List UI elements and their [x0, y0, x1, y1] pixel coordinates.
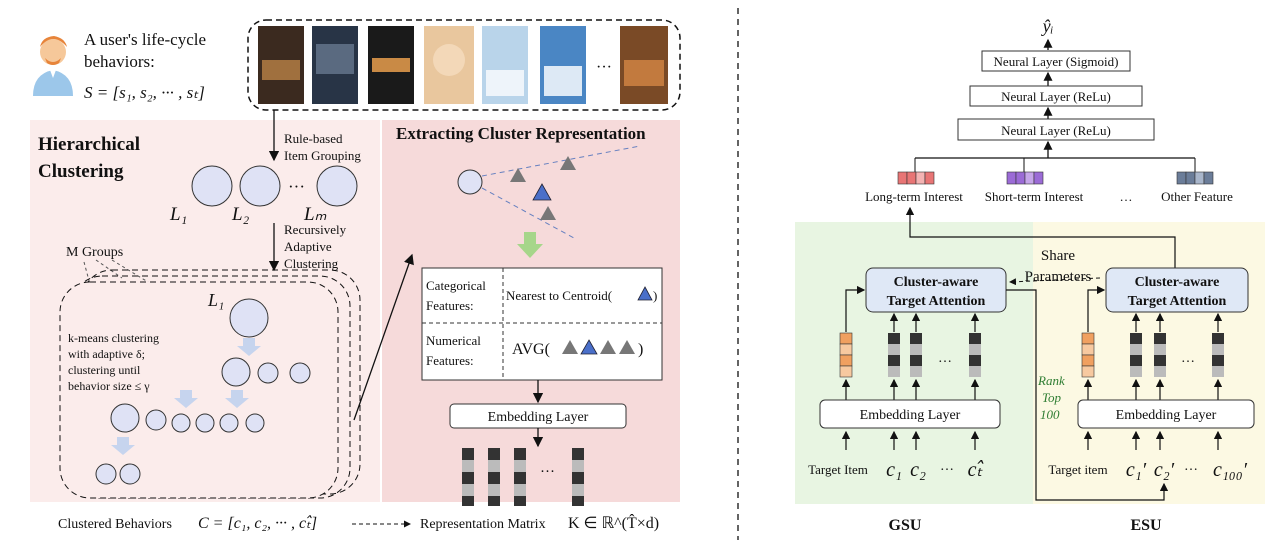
cat-label-2: Features:	[426, 298, 474, 313]
neural-layer-relu-1-label: Neural Layer (ReLu)	[1001, 123, 1111, 138]
gsu-columns-ellipsis: …	[938, 351, 952, 366]
cat-label-1: Categorical	[426, 278, 486, 293]
kmeans-note-3: clustering until	[68, 363, 141, 377]
neural-layer-relu-2-label: Neural Layer (ReLu)	[1001, 89, 1111, 104]
output-label: ŷᵢ	[1041, 16, 1054, 36]
gsu-input-ellipsis: …	[940, 459, 954, 474]
recursive-label-3: Clustering	[284, 256, 339, 271]
clustering-title-1: Hierarchical	[38, 134, 140, 155]
gsu-input-c1: c₁	[886, 459, 902, 481]
thumb-ellipsis: ···	[596, 59, 612, 76]
share-label-2: Parameters	[1025, 269, 1092, 285]
esu-embedding-label: Embedding Layer	[1116, 408, 1217, 423]
feature-short-term: Short-term Interest	[985, 189, 1084, 204]
gsu-input-c2: c₂	[910, 459, 926, 481]
behavior-strip-frame	[247, 19, 681, 111]
cat-value: Nearest to Centroid(	[506, 288, 612, 303]
esu-input-c2: c₂′	[1154, 459, 1175, 481]
split-arrow-1	[237, 338, 261, 356]
group-box-front	[59, 281, 339, 499]
split-arrow-3	[225, 390, 249, 408]
svg-text:): )	[653, 288, 657, 303]
num-label-1: Numerical	[426, 333, 481, 348]
split-arrow-2	[174, 390, 198, 408]
level-label-lm: Lₘ	[303, 204, 327, 225]
esu-embedding-layer	[1077, 399, 1255, 429]
long-term-interest-block	[897, 171, 935, 185]
group-lm-circle	[316, 165, 358, 207]
neural-layer-relu-1	[957, 118, 1155, 141]
esu-behavior-columns: …	[1130, 333, 1224, 377]
feature-ellipsis: …	[1120, 189, 1133, 204]
rank-label-2: Top	[1042, 390, 1062, 405]
recursive-label-1: Recursively	[284, 222, 347, 237]
gsu-attention-1: Cluster-aware	[894, 275, 979, 290]
kmeans-note-4: behavior size ≤ γ	[68, 379, 150, 393]
user-avatar-icon	[33, 36, 73, 96]
gsu-target-column	[839, 332, 853, 378]
neural-layer-sigmoid	[981, 50, 1131, 72]
embedding-ellipsis: ···	[540, 464, 555, 480]
group-l1-circle	[191, 165, 233, 207]
esu-columns-ellipsis: …	[1181, 351, 1195, 366]
num-value-close: )	[638, 341, 643, 358]
gsu-label: GSU	[889, 517, 922, 534]
esu-input-c100: c₁₀₀′	[1213, 459, 1248, 481]
split-arrow-4	[111, 437, 135, 455]
matrix-caption: Representation Matrix	[420, 517, 546, 532]
matrix-formula: K ∈ ℝ^(T̂×d)	[568, 513, 659, 532]
esu-attention-box	[1105, 267, 1249, 313]
levels-ellipsis: ···	[288, 177, 305, 196]
other-feature-block	[1176, 171, 1214, 185]
esu-attention-1: Cluster-aware	[1135, 275, 1220, 290]
rank-label-3: 100	[1040, 407, 1060, 422]
clustered-caption: Clustered Behaviors	[58, 517, 172, 532]
esu-input-target: Target item	[1048, 462, 1107, 477]
rank-label-1: Rank	[1037, 373, 1065, 388]
clustering-title-2: Clustering	[38, 161, 124, 182]
kmeans-note-2: with adaptive δ;	[68, 347, 145, 361]
rule-based-label-1: Rule-based	[284, 131, 343, 146]
gsu-input-ct: cₜ̂	[968, 459, 985, 481]
share-label-1: Share	[1041, 248, 1075, 264]
inner-level-label: L₁	[207, 290, 224, 310]
rule-based-label-2: Item Grouping	[284, 148, 361, 163]
esu-target-column	[1081, 332, 1095, 378]
behaviors-caption-2: behaviors:	[84, 52, 155, 71]
feature-other: Other Feature	[1161, 189, 1233, 204]
kmeans-note-1: k-means clustering	[68, 331, 159, 345]
gsu-input-target: Target Item	[808, 462, 868, 477]
num-label-2: Features:	[426, 353, 474, 368]
left-embedding-columns: ···	[462, 448, 584, 506]
feature-long-term: Long-term Interest	[865, 189, 963, 204]
level-label-l1: L₁	[169, 204, 187, 225]
esu-label: ESU	[1130, 517, 1162, 534]
extract-title: Extracting Cluster Representation	[396, 124, 646, 143]
neural-layer-sigmoid-label: Neural Layer (Sigmoid)	[994, 54, 1119, 69]
esu-input-c1: c₁′	[1126, 459, 1147, 481]
neural-layer-relu-2	[969, 85, 1143, 107]
level-label-l2: L₂	[231, 204, 250, 225]
extract-down-arrow	[517, 232, 543, 258]
esu-attention-2: Target Attention	[1128, 294, 1227, 309]
num-value-open: AVG(	[512, 341, 550, 358]
video-thumbnails: ···	[258, 26, 668, 104]
gsu-attention-2: Target Attention	[887, 294, 986, 309]
group-l2-circle	[239, 165, 281, 207]
behaviors-caption-1: A user's life-cycle	[84, 30, 206, 49]
cluster-node	[457, 169, 483, 195]
short-term-interest-block	[1006, 171, 1044, 185]
behavior-sequence: S = [s₁, s₂, ··· , sₜ]	[84, 83, 205, 102]
gsu-behavior-columns: …	[888, 333, 981, 377]
gsu-embedding-label: Embedding Layer	[860, 408, 961, 423]
gsu-embedding-layer	[819, 399, 1001, 429]
feature-table	[421, 267, 663, 381]
left-embedding-label: Embedding Layer	[488, 410, 589, 425]
esu-input-ellipsis: …	[1184, 459, 1198, 474]
recursive-label-2: Adaptive	[284, 239, 332, 254]
groups-label: M Groups	[66, 245, 123, 260]
clustered-formula: C = [c₁, c₂, ··· , cₜ̂]	[198, 515, 317, 532]
